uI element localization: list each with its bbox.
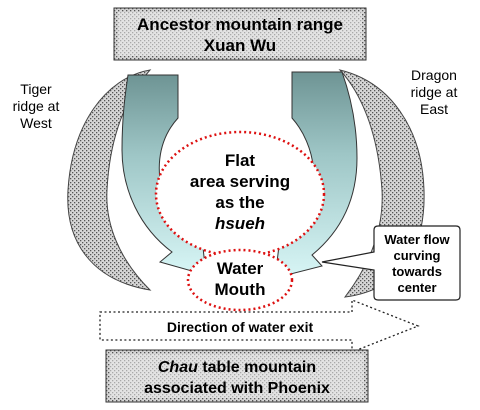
water-mouth-circle — [186, 248, 294, 312]
chau-mountain-line1: Chau table mountain — [158, 359, 316, 376]
flat-area-line4: hsueh — [215, 214, 265, 233]
water-flow-line4: center — [397, 280, 436, 295]
water-flow-callout — [321, 225, 461, 301]
water-flow-line2: curving — [394, 248, 441, 263]
chau-italic: Chau — [158, 359, 198, 376]
water-exit-label: Direction of water exit — [167, 319, 314, 335]
water-flow-line3: towards — [392, 264, 442, 279]
tiger-label-line3: West — [20, 115, 52, 131]
ancestor-mountain-line1: Ancestor mountain range — [137, 15, 343, 34]
water-mouth-line2: Mouth — [215, 280, 266, 299]
water-mouth-line1: Water — [217, 259, 264, 278]
water-flow-line1: Water flow — [384, 232, 450, 247]
tiger-label-line1: Tiger — [20, 81, 52, 97]
west-flow-arrow — [121, 74, 207, 276]
flat-area-line3: as the — [215, 193, 264, 212]
dragon-label-line2: ridge at — [411, 84, 458, 100]
chau-mountain-line2: associated with Phoenix — [144, 380, 330, 397]
dragon-label-line3: East — [420, 101, 448, 117]
chau-rest: table mountain — [198, 359, 316, 376]
tiger-ridge-shape — [67, 69, 152, 291]
flat-area-line1: Flat — [225, 151, 256, 170]
tiger-label-line2: ridge at — [13, 98, 60, 114]
ancestor-mountain-line2: Xuan Wu — [204, 36, 276, 55]
dragon-label-line1: Dragon — [411, 67, 457, 83]
flat-area-line2: area serving — [190, 172, 290, 191]
water-exit-arrow — [99, 299, 420, 353]
